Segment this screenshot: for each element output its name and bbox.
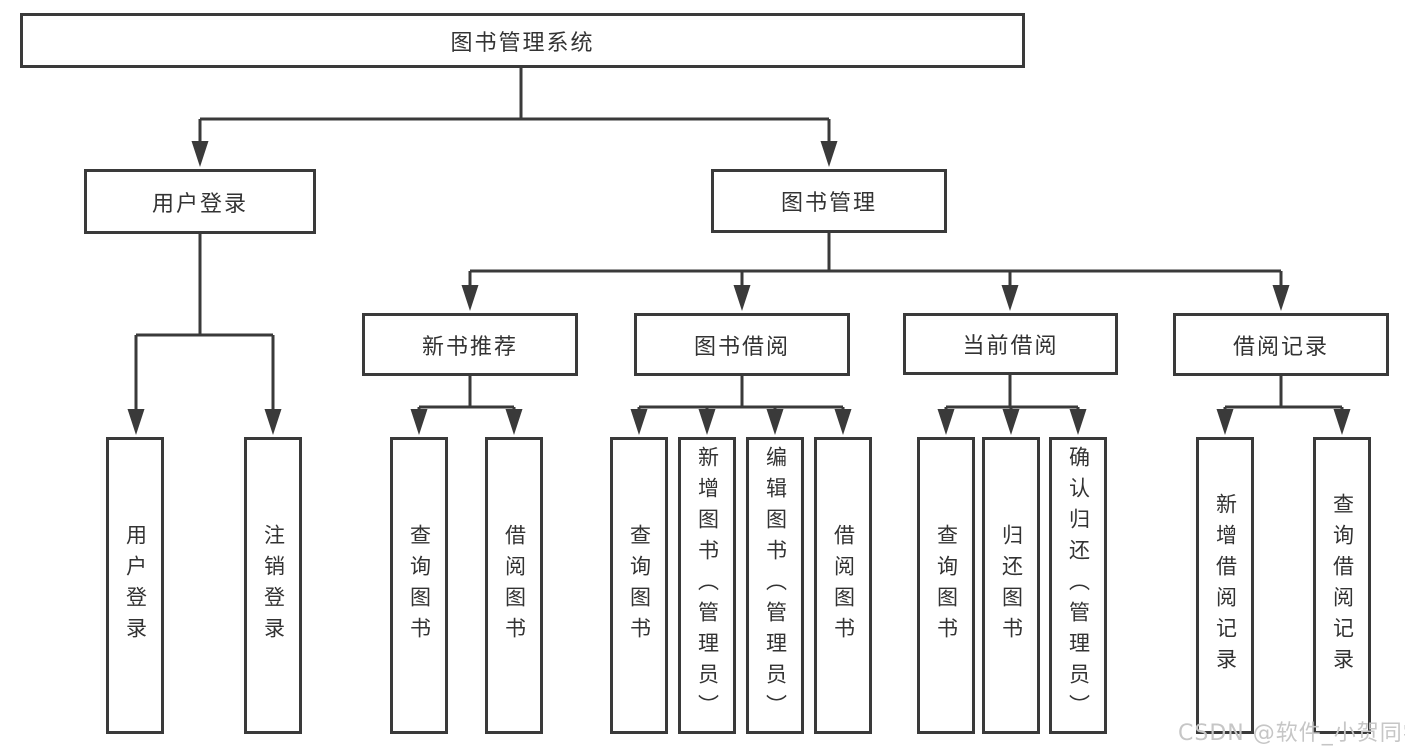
leaf-label: 用户登录: [123, 523, 148, 648]
leaf-label: 新增图书（管理员）: [695, 446, 720, 725]
node-user-login-branch: 用户登录: [84, 169, 316, 234]
node-current-borrowing: 当前借阅: [903, 313, 1118, 375]
leaf-user-login: 用户登录: [106, 437, 164, 734]
leaf-label: 归还图书: [999, 523, 1024, 648]
node-book-borrowing: 图书借阅: [634, 313, 850, 376]
leaf-add-books-admin: 新增图书（管理员）: [678, 437, 736, 734]
node-label: 图书管理: [780, 191, 877, 216]
leaf-label: 新增借阅记录: [1213, 492, 1238, 679]
leaf-confirm-return-admin: 确认归还（管理员）: [1049, 437, 1107, 734]
node-label: 图书借阅: [693, 334, 790, 360]
leaf-query-books-borrowing: 查询图书: [610, 437, 668, 734]
node-book-management-branch: 图书管理: [711, 169, 947, 233]
leaf-label: 查询图书: [934, 523, 959, 648]
node-label: 借阅记录: [1232, 334, 1329, 360]
csdn-watermark: CSDN @软件_小贺同学: [1178, 721, 1405, 746]
leaf-label: 确认归还（管理员）: [1066, 446, 1091, 725]
leaf-label: 注销登录: [261, 523, 286, 648]
node-borrowing-records: 借阅记录: [1173, 313, 1389, 376]
leaf-edit-books-admin: 编辑图书（管理员）: [746, 437, 804, 734]
leaf-label: 借阅图书: [502, 523, 527, 648]
leaf-logout: 注销登录: [244, 437, 302, 734]
leaf-query-books-recommend: 查询图书: [390, 437, 448, 734]
node-library-management-system: 图书管理系统: [20, 13, 1025, 68]
node-label: 新书推荐: [421, 334, 518, 360]
leaf-borrow-books-borrowing: 借阅图书: [814, 437, 872, 734]
leaf-label: 查询图书: [627, 523, 652, 648]
node-label: 用户登录: [151, 191, 248, 217]
leaf-borrow-books-recommend: 借阅图书: [485, 437, 543, 734]
leaf-add-borrow-record: 新增借阅记录: [1196, 437, 1254, 734]
node-label: 图书管理系统: [450, 30, 595, 56]
leaf-label: 借阅图书: [831, 523, 856, 648]
leaf-return-books: 归还图书: [982, 437, 1040, 734]
leaf-label: 编辑图书（管理员）: [763, 446, 788, 725]
leaf-query-borrow-record: 查询借阅记录: [1313, 437, 1371, 734]
leaf-label: 查询图书: [407, 523, 432, 648]
leaf-query-books-current: 查询图书: [917, 437, 975, 734]
node-label: 当前借阅: [962, 334, 1059, 359]
node-new-book-recommendation: 新书推荐: [362, 313, 578, 376]
leaf-label: 查询借阅记录: [1330, 492, 1355, 679]
